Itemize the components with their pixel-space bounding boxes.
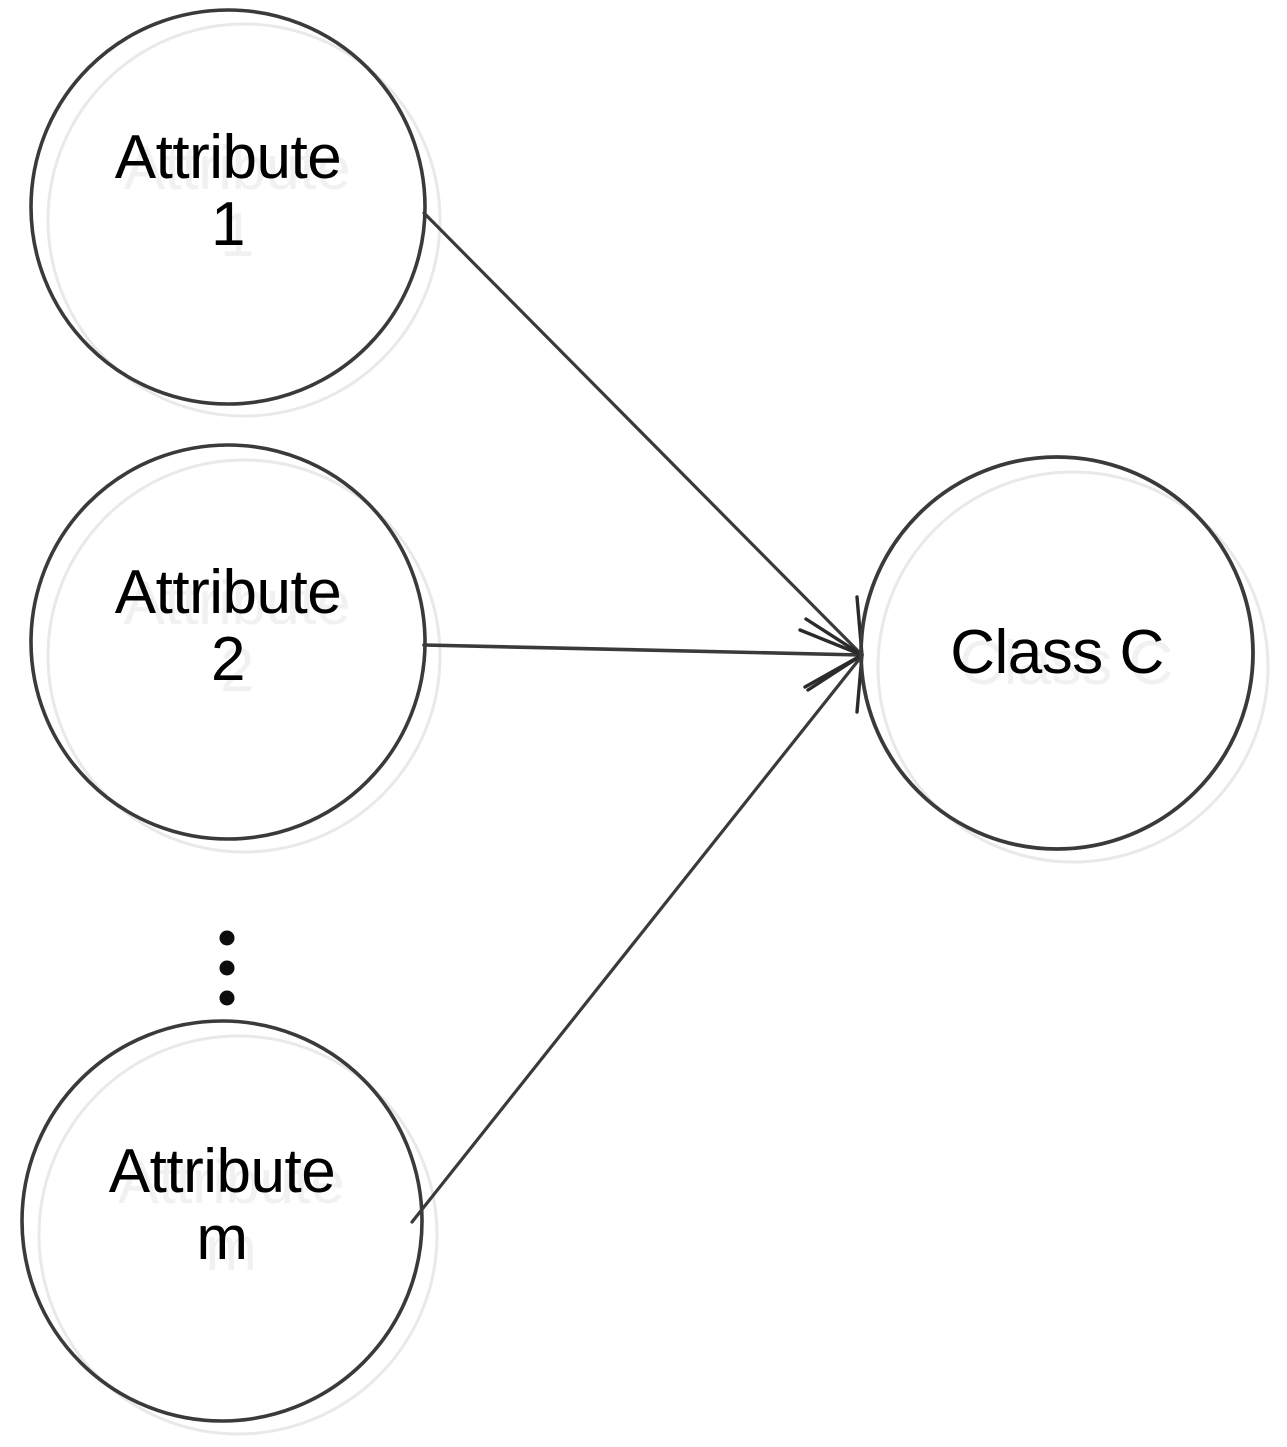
ghost-circles-layer [37,22,1270,1436]
edges-layer [410,211,863,1224]
ghost-circle-attribute-1 [46,22,442,418]
ghost-circle-class-c [876,470,1270,864]
node-circles-layer [20,8,1255,1423]
arrowhead-icon-from-attribute-2 [798,628,864,689]
edge-attribute-m-to-class-c [410,655,863,1224]
node-circle-class-c[interactable] [859,455,1255,851]
ellipsis-dot-2 [219,960,235,976]
ghost-circle-attribute-m [37,1034,439,1436]
edge-attribute-1-to-class-c [422,211,863,656]
node-circle-attribute-2[interactable] [29,443,427,841]
ghost-circle-attribute-2 [46,458,442,854]
ellipsis-dot-3 [219,990,235,1006]
node-circle-attribute-m[interactable] [20,1019,424,1423]
node-circle-attribute-1[interactable] [29,8,427,406]
ellipsis-dot-1 [219,930,235,946]
vertical-ellipsis-icon [219,930,235,1006]
edge-attribute-2-to-class-c [422,643,863,657]
